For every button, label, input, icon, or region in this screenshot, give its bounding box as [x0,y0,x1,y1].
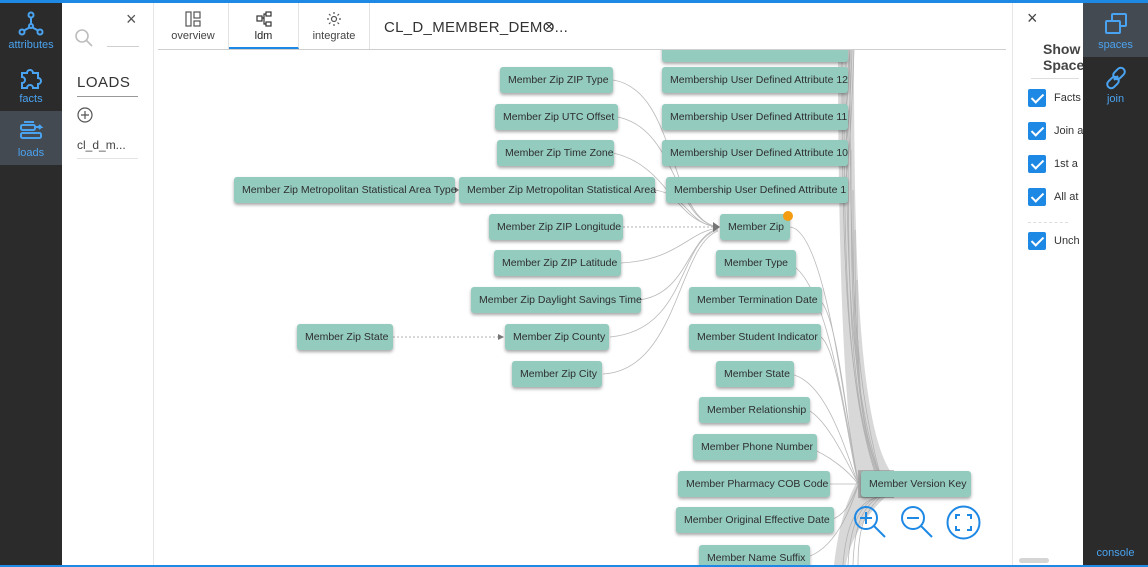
graph-node[interactable]: Member Original Effective Date [676,507,834,533]
checkbox-label: 1st a [1054,158,1078,170]
checkbox[interactable] [1028,232,1046,250]
loads-icon [20,121,44,139]
graph-node[interactable]: Member Zip County [505,324,609,350]
ldm-icon [255,11,272,27]
checkbox[interactable] [1028,122,1046,140]
graph-node[interactable]: Member Zip City [512,361,602,387]
nav-facts-label: facts [19,93,43,105]
graph-node[interactable]: Member Zip State [297,324,393,350]
checkbox-facts[interactable]: Facts [1028,89,1081,109]
loads-panel: × LOADS cl_d_m... [62,3,154,565]
graph-node[interactable]: Membership User Defined Attribute 1 [666,177,848,203]
checkbox-label: Join a [1054,125,1083,137]
link-icon [1105,66,1126,90]
tab-bar: overview ldm integrate CL_D_MEMBER_DEMO.… [158,3,1006,50]
graph-node[interactable]: Member Termination Date [689,287,822,313]
nav-spaces-label: spaces [1098,39,1133,51]
search-icon[interactable] [74,28,94,48]
graph-node[interactable]: Member Zip Metropolitan Statistical Area… [234,177,457,203]
zoom-in-icon[interactable] [852,504,888,540]
status-dot [783,211,793,221]
checkbox-label: Unch [1054,235,1080,247]
graph-node[interactable]: Member Zip ZIP Longitude [489,214,623,240]
nav-attributes-label: attributes [8,39,54,51]
graph-node[interactable]: Member Zip Metropolitan Statistical Area [459,177,656,203]
checkbox-join[interactable]: Join a [1028,122,1083,142]
search-input[interactable] [107,46,139,47]
checkbox-first[interactable]: 1st a [1028,155,1078,175]
divider [77,158,138,159]
top-accent-bar [0,0,1148,3]
document-tab[interactable]: CL_D_MEMBER_DEMO... [384,19,569,36]
zoom-out-icon[interactable] [899,504,935,540]
horizontal-scrollbar[interactable] [1019,558,1049,563]
divider [77,96,138,97]
checkbox-label: All at [1054,191,1079,203]
graph-node[interactable]: Member Zip ZIP Type [500,67,613,93]
tab-ldm[interactable]: ldm [229,3,299,49]
nav-loads[interactable]: loads [0,111,62,165]
graph-node[interactable]: Member Version Key [861,471,971,497]
nav-join[interactable]: join [1083,57,1148,111]
checkbox[interactable] [1028,155,1046,173]
tab-overview-label: overview [171,30,215,42]
divider [1028,222,1068,223]
nav-join-label: join [1106,93,1125,105]
nav-attributes[interactable]: attributes [0,3,62,57]
graph-node[interactable]: Membership User Defined Attribute 10 [662,140,848,166]
graph-node[interactable]: Member Zip ZIP Latitude [494,250,621,276]
console-link[interactable]: console [1096,547,1135,559]
gear-icon [327,12,341,26]
checkbox-all[interactable]: All at [1028,188,1078,208]
left-nav: attributes facts loads [0,3,62,565]
fit-screen-icon[interactable] [946,505,981,540]
tab-integrate[interactable]: integrate [299,3,370,49]
loads-title: LOADS [77,74,131,91]
load-item[interactable]: cl_d_m... [77,138,126,152]
checkbox[interactable] [1028,89,1046,107]
add-load-icon[interactable] [77,107,93,123]
nav-spaces[interactable]: spaces [1083,3,1148,57]
graph-node[interactable]: Member Zip Time Zone [497,140,614,166]
graph-node[interactable]: Member Relationship [699,397,810,423]
close-icon[interactable]: × [545,18,554,34]
graph-node[interactable]: Member Zip Daylight Savings Time [471,287,642,313]
close-icon[interactable]: × [126,9,137,29]
overview-icon [185,11,201,27]
graph-node[interactable] [662,50,848,62]
show-space-panel: × Show Space Facts Join a 1st a All at U… [1012,3,1083,565]
spaces-icon [1104,13,1127,34]
graph-node[interactable]: Member Pharmacy COB Code [678,471,830,497]
tab-integrate-label: integrate [312,30,356,42]
close-icon[interactable]: × [1027,8,1038,28]
graph-node[interactable]: Member Zip UTC Offset [495,104,618,130]
hierarchy-icon [18,11,44,36]
ldm-canvas[interactable]: Member Zip ZIP Type Member Zip UTC Offse… [158,50,1006,565]
puzzle-icon [21,69,42,89]
graph-node[interactable]: Member Zip [720,214,790,240]
bottom-accent-bar [0,565,1148,567]
panel-title: Show Space [1043,41,1083,73]
checkbox[interactable] [1028,188,1046,206]
graph-node[interactable]: Member Phone Number [693,434,817,460]
nav-facts[interactable]: facts [0,57,62,111]
graph-node[interactable]: Membership User Defined Attribute 11 [662,104,848,130]
graph-node[interactable]: Member Name Suffix [699,545,810,565]
tab-overview[interactable]: overview [158,3,229,49]
graph-node[interactable]: Member Student Indicator [689,324,821,350]
tab-ldm-label: ldm [254,30,273,42]
divider [1031,78,1079,79]
nav-loads-label: loads [17,147,45,159]
graph-node[interactable]: Member Type [716,250,796,276]
graph-node[interactable]: Membership User Defined Attribute 12 [662,67,848,93]
checkbox-unchanged[interactable]: Unch [1028,232,1080,252]
checkbox-label: Facts [1054,92,1081,104]
right-nav: spaces join console [1083,3,1148,565]
graph-node[interactable]: Member State [716,361,794,387]
